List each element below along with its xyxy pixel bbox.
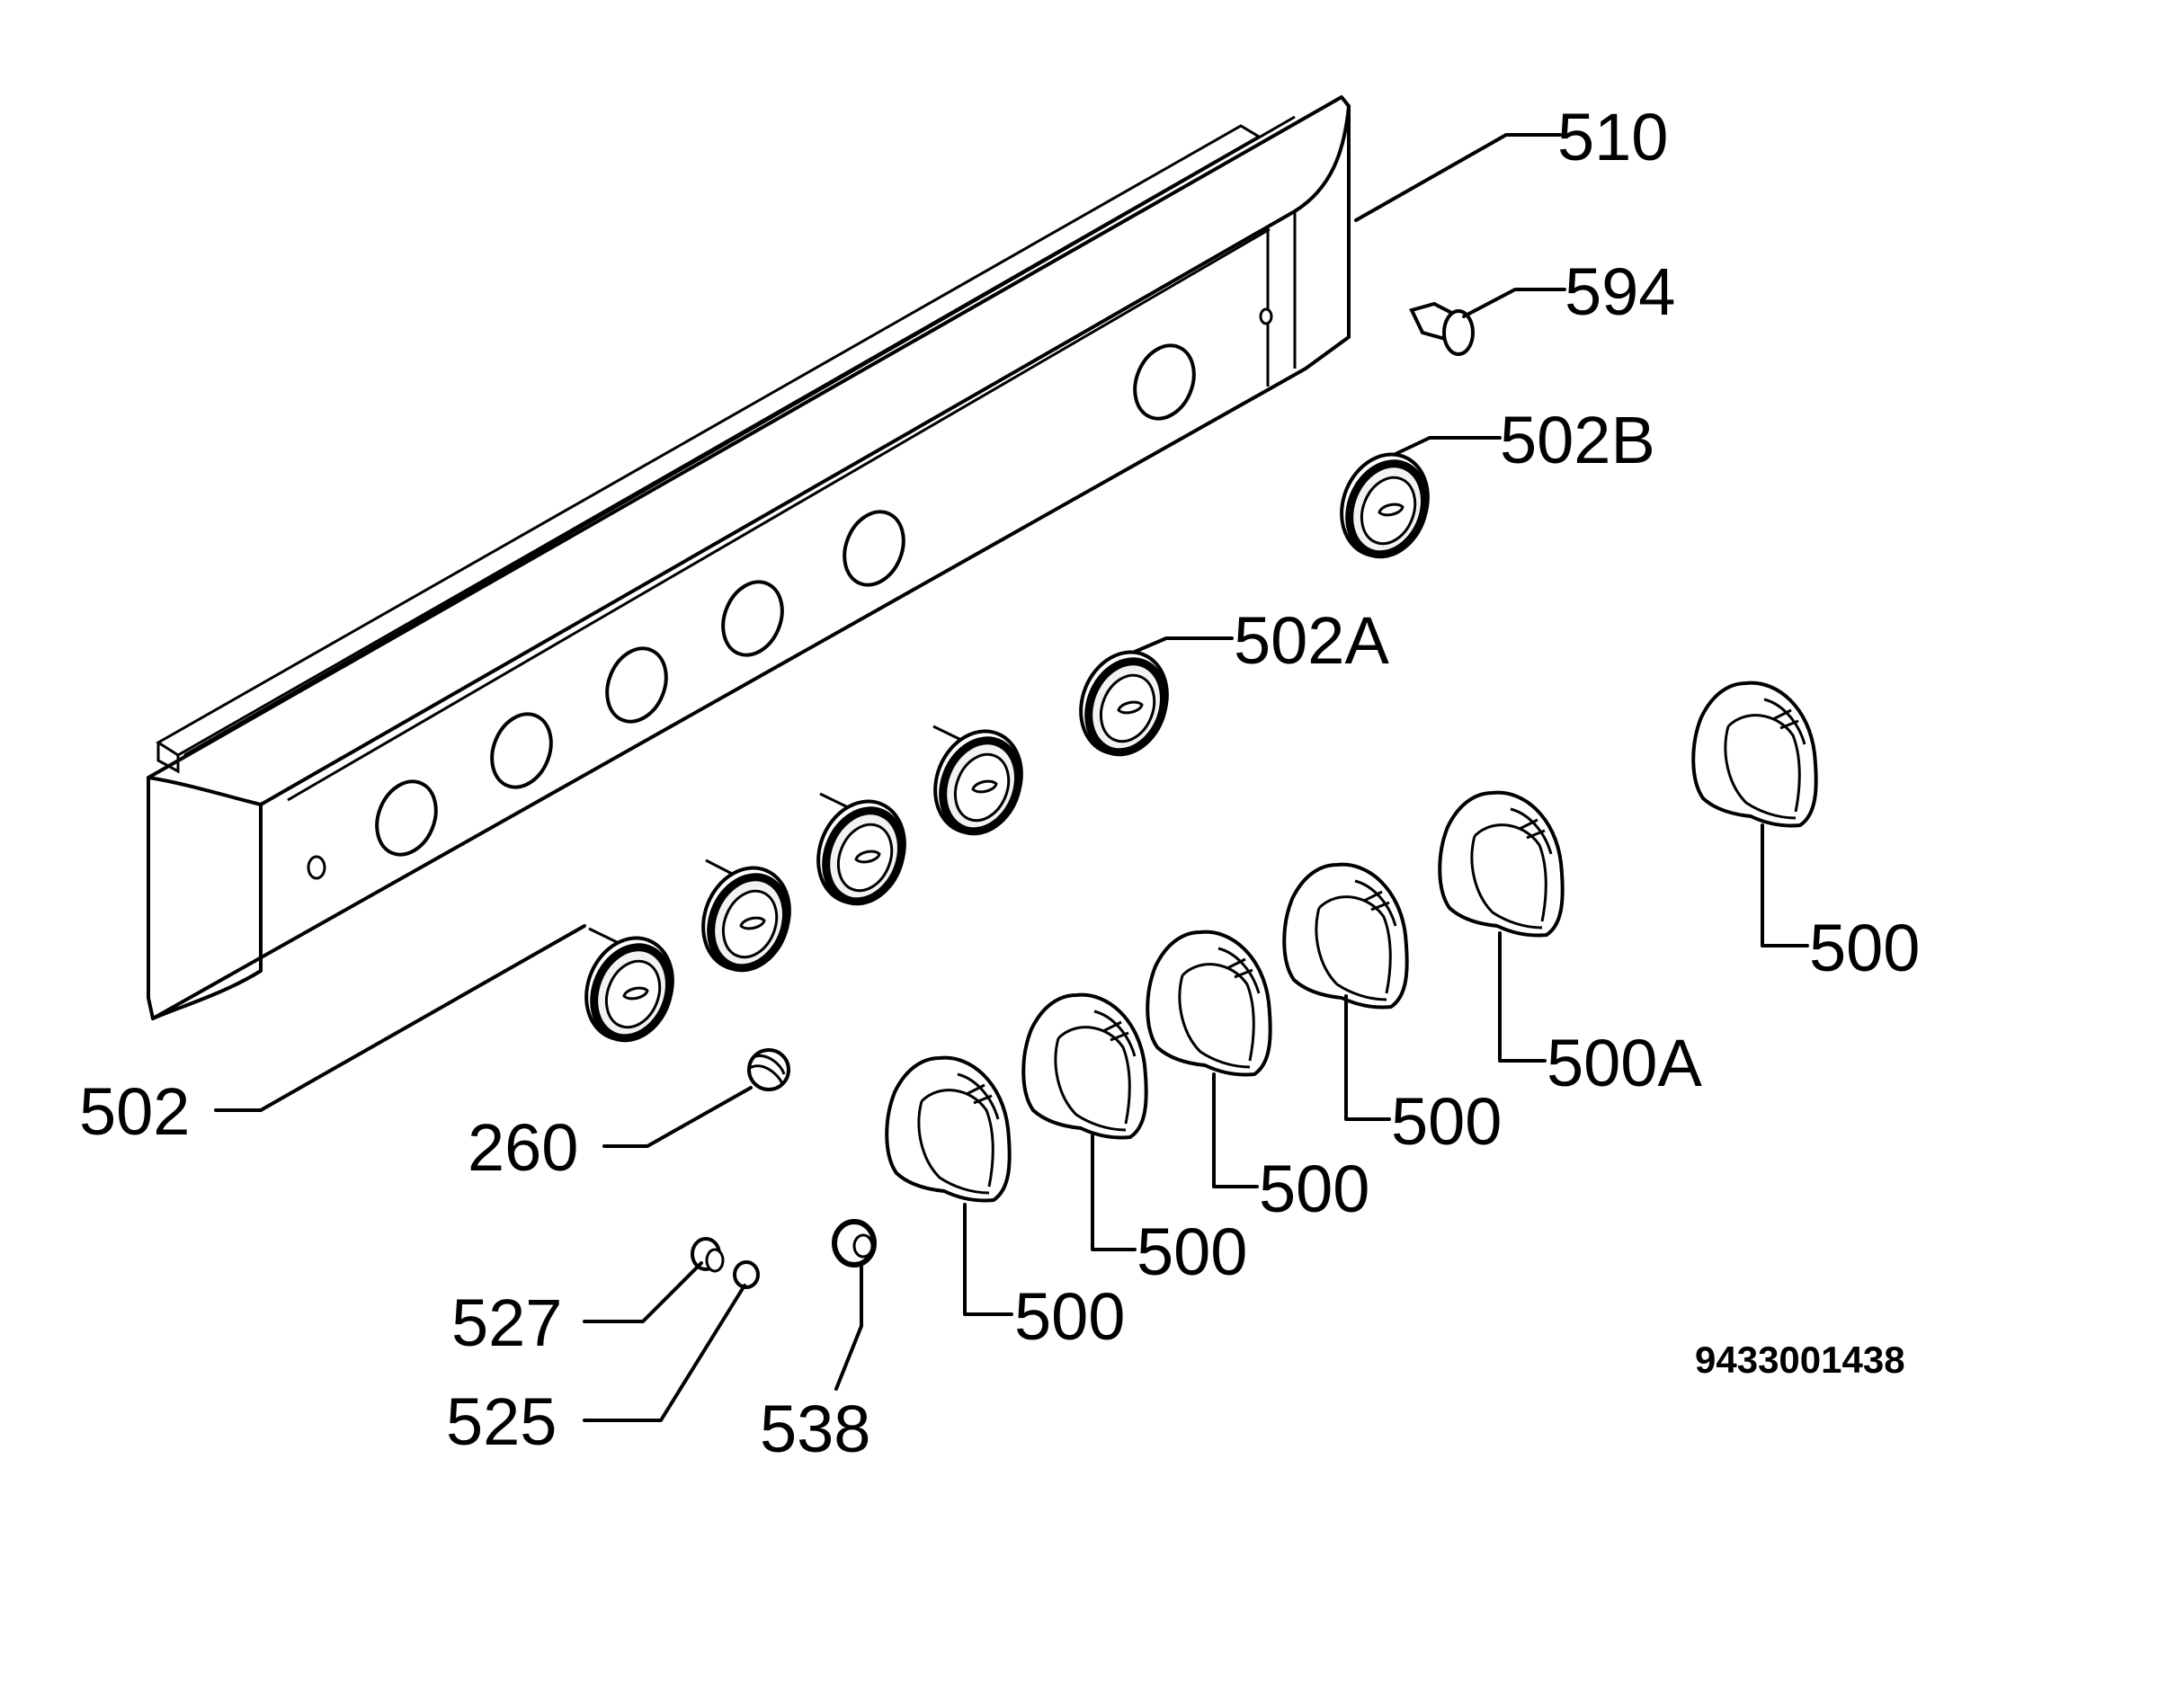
label-510: 510 xyxy=(1557,100,1668,174)
part-labels: 510 594 502B 502A 502 260 527 525 538 50… xyxy=(79,100,1920,1466)
knob-rings xyxy=(572,441,1443,1053)
label-500-4: 500 xyxy=(1391,1084,1502,1159)
label-502B: 502B xyxy=(1500,403,1655,477)
drawing-code: 9433001438 xyxy=(1695,1339,1905,1381)
control-panel xyxy=(147,95,1351,1020)
leader-lines xyxy=(214,133,1809,1422)
label-500-3: 500 xyxy=(1259,1152,1369,1226)
label-502: 502 xyxy=(79,1074,190,1149)
control-knobs xyxy=(885,681,1818,1203)
label-527: 527 xyxy=(451,1285,562,1360)
label-538: 538 xyxy=(760,1392,870,1466)
small-parts xyxy=(691,301,1475,1289)
label-502A: 502A xyxy=(1234,603,1389,678)
label-260: 260 xyxy=(468,1110,578,1185)
label-500-5: 500 xyxy=(1809,911,1920,985)
label-594: 594 xyxy=(1565,254,1675,329)
label-500-2: 500 xyxy=(1137,1214,1247,1289)
label-525: 525 xyxy=(446,1384,557,1459)
label-500-1: 500 xyxy=(1014,1279,1125,1354)
label-500A: 500A xyxy=(1547,1026,1702,1100)
